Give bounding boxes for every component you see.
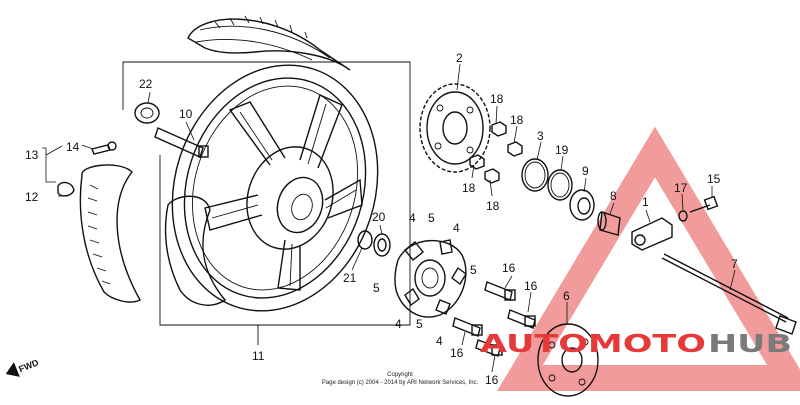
- watermark-wordmark: AUTOMOTO HUB: [480, 329, 792, 358]
- callout-10: 10: [179, 107, 193, 121]
- callout-5: 5: [416, 317, 423, 331]
- watermark-triangle: [497, 126, 800, 391]
- spacer: [357, 230, 391, 257]
- brake-plate: [537, 323, 599, 397]
- callout-6: 6: [563, 289, 570, 303]
- copyright-line-2: Page design (c) 2004 - 2014 by ARI Netwo…: [322, 380, 479, 386]
- group-bracket: [122, 61, 411, 345]
- callout-12: 12: [25, 190, 39, 204]
- callout-16: 16: [450, 346, 464, 360]
- watermark-text-right: HUB: [708, 329, 792, 358]
- callout-5: 5: [373, 281, 380, 295]
- circlips: [521, 158, 573, 201]
- callout-4: 4: [436, 334, 443, 348]
- adjuster-block: [631, 217, 673, 251]
- callout-8: 8: [610, 189, 617, 203]
- callout-16: 16: [485, 373, 499, 387]
- bearing-and-collar: [569, 189, 621, 236]
- callout-11: 11: [252, 349, 265, 363]
- sprocket: [419, 83, 491, 173]
- callout-15: 15: [707, 172, 721, 186]
- callout-18: 18: [486, 199, 500, 213]
- valve-and-bolts: [57, 102, 209, 197]
- callout-18: 18: [490, 92, 504, 106]
- callout-17: 17: [674, 181, 688, 195]
- callout-3: 3: [537, 129, 544, 143]
- copyright-line-1: Copyright: [387, 372, 413, 378]
- callout-13: 13: [25, 148, 39, 162]
- callout-16: 16: [502, 261, 516, 275]
- callout-5: 5: [470, 263, 477, 277]
- direction-label: FWD: [17, 357, 40, 374]
- leader-lines: [58, 63, 736, 373]
- callout-14: 14: [66, 140, 80, 154]
- forward-arrow: FWD: [5, 357, 40, 377]
- callout-18: 18: [510, 113, 524, 127]
- callout-21: 21: [343, 271, 357, 285]
- callout-4: 4: [395, 317, 402, 331]
- studs: [452, 281, 536, 357]
- tire-front: [79, 164, 227, 306]
- sprocket-nuts: [469, 121, 523, 184]
- watermark-text-left: AUTOMOTO: [480, 329, 706, 358]
- callout-1: 1: [642, 195, 649, 209]
- callout-9: 9: [582, 164, 589, 178]
- arrow-head-icon: [5, 362, 20, 377]
- callout-16: 16: [524, 279, 538, 293]
- damper-hub: [394, 239, 467, 318]
- copyright-notice: Copyright Page design (c) 2004 - 2014 by…: [322, 372, 479, 386]
- bolt-and-washer: [678, 195, 719, 222]
- callout-22: 22: [139, 77, 153, 91]
- watermark-logo: [497, 126, 800, 391]
- callout-7: 7: [731, 257, 738, 271]
- callout-5: 5: [428, 211, 435, 225]
- callout-18: 18: [462, 181, 476, 195]
- callout-labels: 2 18 18 18 18 3 19 9 8 1 17 15 7 6 16 16…: [25, 51, 738, 387]
- wheel-rim: [171, 64, 379, 312]
- callout-bracket: [42, 145, 63, 183]
- tire: [187, 15, 351, 71]
- callout-2: 2: [456, 51, 463, 65]
- callout-19: 19: [555, 143, 569, 157]
- callout-4: 4: [453, 221, 460, 235]
- callout-20: 20: [372, 210, 386, 224]
- axle: [661, 253, 797, 335]
- callout-4: 4: [409, 211, 416, 225]
